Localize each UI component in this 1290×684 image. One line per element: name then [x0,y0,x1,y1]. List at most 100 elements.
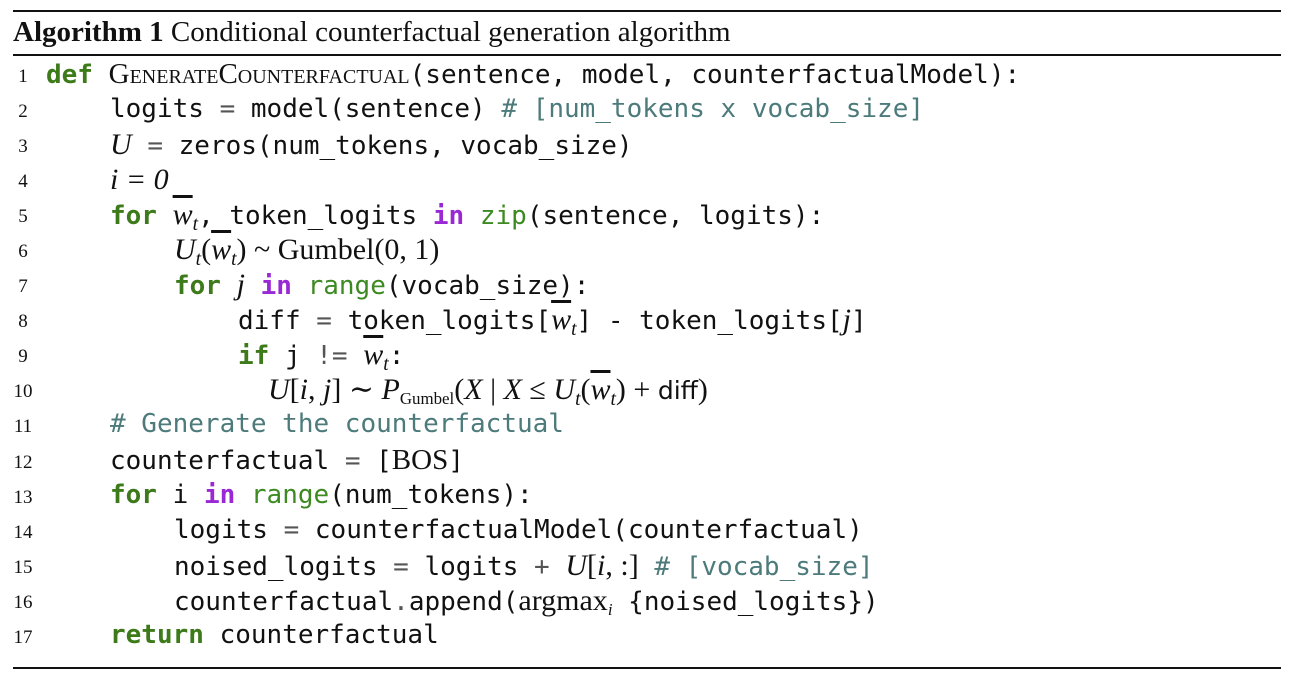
line-number: 11 [13,416,33,437]
variable-counterfactual: counterfactual [110,446,330,476]
variable-diff: diff [238,306,301,336]
math-P: P [381,373,400,406]
variable-counterfactual: counterfactual [174,587,394,617]
function-name: GenerateCounterfactual [108,58,410,90]
variable-logits: logits [110,94,204,124]
code-text: noised_logits = logits + U[i, :] # [voca… [174,549,874,582]
code-text: i = 0 [110,162,169,199]
builtin-zip: zip [479,201,527,231]
line-number: 1 [18,66,28,87]
variable-U: U [110,128,132,161]
code-text: U = zeros(num_tokens, vocab_size) [110,128,633,161]
argmax-subscript: i [607,600,613,620]
line-number: 4 [18,171,28,192]
loop-iterable: (num_tokens): [329,480,533,510]
variable-noised-logits: noised_logits [174,552,378,582]
return-value: counterfactual [219,620,439,650]
code-line-7: 7 for j in range(vocab_size): [0,267,1290,302]
code-line-10: 10 U[i, j] ∼ PGumbel(X | X ≤ Ut(wt) + di… [0,372,1290,410]
builtin-range: range [307,271,386,301]
diff-term: diff [657,376,698,405]
model-call: model(sentence) [250,94,486,124]
code-comment: # [vocab_size] [654,552,874,582]
bos-token: BOS [391,444,449,476]
gumbel-subscript: Gumbel [399,389,455,409]
model-call: counterfactualModel(counterfactual) [314,515,863,545]
argmax: argmax [518,584,608,617]
line-number: 8 [18,311,28,332]
math-expression: ~ Gumbel(0, 1) [254,233,440,266]
code-line-8: 8 diff = token_logits[wt] - token_logits… [0,302,1290,340]
math-expression: i = 0 [110,163,169,196]
code-text: for j in range(vocab_size): [174,267,589,304]
line-number: 16 [13,592,33,613]
line-number: 14 [13,522,33,543]
keyword-def: def [46,60,93,90]
variable-j: j [236,268,245,301]
code-line-5: 5 for wt, token_logits in zip(sentence, … [0,197,1290,235]
keyword-in: in [432,201,465,231]
code-text: return counterfactual [110,618,439,653]
code-line-6: 6 Ut(wt) ~ Gumbel(0, 1) [0,232,1290,270]
code-line-2: 2 logits = model(sentence) # [num_tokens… [0,92,1290,127]
line-number: 3 [18,136,28,157]
code-line-14: 14 logits = counterfactualModel(counterf… [0,513,1290,548]
code-text: logits = model(sentence) # [num_tokens x… [110,94,924,124]
variable-logits: logits [174,515,268,545]
line-number: 10 [13,381,33,402]
code-line-15: 15 noised_logits = logits + U[i, :] # [v… [0,548,1290,583]
code-line-1: 1 def GenerateCounterfactual(sentence, m… [0,57,1290,92]
loop-iterable: (vocab_size): [385,271,590,301]
code-text: # Generate the counterfactual [110,407,564,442]
line-number: 13 [13,487,33,508]
function-args: (sentence, model, counterfactualModel): [409,60,1021,90]
code-line-4: 4 i = 0 [0,162,1290,197]
line-number: 9 [18,346,28,367]
code-line-12: 12 counterfactual = [BOS] [0,443,1290,478]
subscript: t [192,213,199,235]
code-comment: # Generate the counterfactual [110,409,564,439]
line-number: 2 [18,101,28,122]
append-call: append( [408,587,519,617]
line-number: 7 [18,276,28,297]
line-number: 15 [13,557,33,578]
line-number: 5 [18,206,28,227]
zeros-call: zeros(num_tokens, vocab_size) [178,131,633,161]
code-line-16: 16 counterfactual.append(argmaxi {noised… [0,583,1290,619]
code-line-11: 11 # Generate the counterfactual [0,407,1290,442]
builtin-range: range [250,480,330,510]
code-line-9: 9 if j != wt: [0,337,1290,375]
line-number: 6 [18,241,28,262]
code-line-13: 13 for i in range(num_tokens): [0,478,1290,513]
code-text: counterfactual.append(argmaxi {noised_lo… [174,584,879,620]
code-text: for i in range(num_tokens): [110,478,533,513]
code-text: logits = counterfactualModel(counterfact… [174,515,863,545]
keyword-return: return [110,620,204,650]
line-number: 12 [13,452,33,473]
code-text: if j != wt: [238,338,405,375]
variable-w: w [172,198,193,231]
bottom-rule [13,667,1281,669]
keyword-for: for [174,271,221,301]
keyword-for: for [110,201,157,231]
keyword-in: in [203,480,236,510]
caption-rule [13,54,1281,56]
code-line-3: 3 U = zeros(num_tokens, vocab_size) [0,127,1290,162]
caption-title: Conditional counterfactual generation al… [170,16,731,48]
code-text: def GenerateCounterfactual(sentence, mod… [46,57,1020,93]
top-rule [13,10,1281,12]
loop-iterable: (sentence, logits): [526,201,825,231]
code-text: U[i, j] ∼ PGumbel(X | X ≤ Ut(wt) + diff) [268,373,708,410]
code-text: diff = token_logits[wt] - token_logits[j… [238,303,867,340]
algorithm-caption: Algorithm 1 Conditional counterfactual g… [13,14,731,50]
line-number: 17 [13,627,33,648]
code-comment: # [num_tokens x vocab_size] [501,94,924,124]
keyword-if: if [238,341,270,371]
variable-i: i [172,480,189,510]
caption-label: Algorithm 1 [13,16,164,48]
code-text: for wt, token_logits in zip(sentence, lo… [110,197,824,242]
keyword-for: for [110,480,157,510]
code-text: Ut(wt) ~ Gumbel(0, 1) [174,233,440,270]
code-line-17: 17 return counterfactual [0,618,1290,653]
keyword-in: in [260,271,292,301]
